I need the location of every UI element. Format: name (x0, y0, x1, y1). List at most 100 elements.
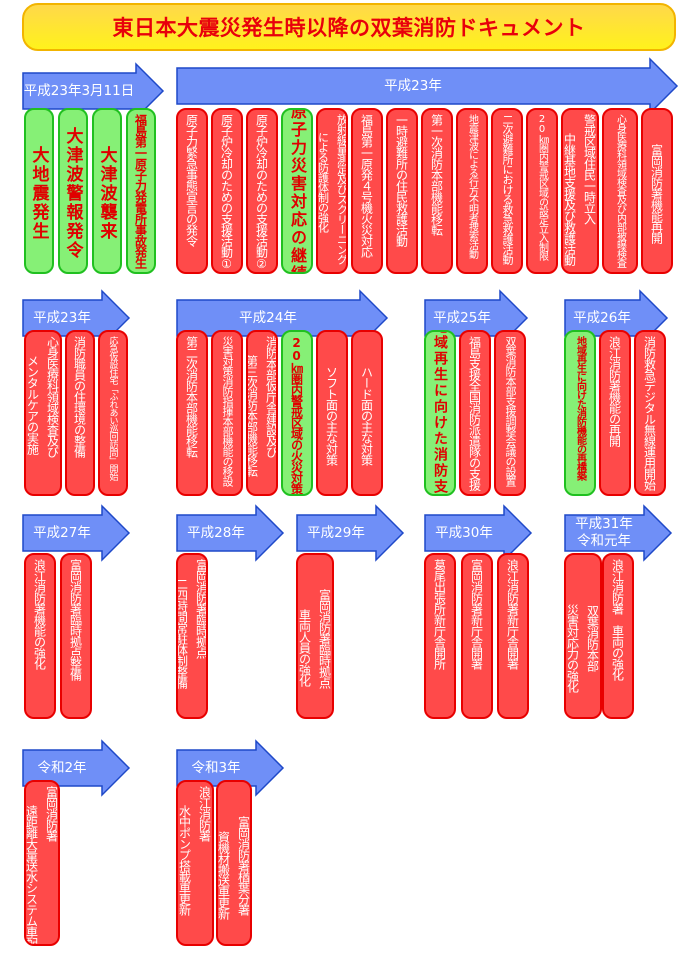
year-arrow: 平成30年 (424, 504, 533, 562)
event-box: 応急仮設住宅「ふれあい巡回訪問」開始 (98, 330, 128, 496)
event-text: 心身医療科領域検査及び (45, 336, 60, 457)
event-box: 浪江消防署新庁舎開署 (497, 553, 529, 719)
event-text: ソフト面の主な対策 (324, 365, 339, 465)
event-text: 富岡消防署楢葉分署 (236, 815, 251, 915)
event-box: 第二次消防本部機能移転 (176, 330, 208, 496)
event-text: 20㎞圏内警戒区域の設定立入制限 (536, 114, 548, 260)
event-text: 浪江消防署 車両の強化 (610, 559, 625, 680)
arrow-shape (564, 504, 673, 562)
event-box: 地震津波による行方不明者捜索活動 (456, 108, 488, 274)
event-box: 福島第一原子力発電所事故発生 (126, 108, 156, 274)
event-text: 水中ポンプ搭載車更新 (177, 805, 192, 916)
year-label: 平成27年 (22, 505, 102, 561)
event-text: 警戒区域住民一時立入 (582, 114, 597, 224)
year-label: 令和3年 (176, 740, 256, 796)
year-label: 令和2年 (22, 740, 102, 796)
year-arrow: 平成27年 (22, 504, 131, 562)
year-label: 平成23年 (22, 290, 102, 346)
year-label: 平成31年令和元年 (564, 505, 644, 561)
event-box: 原子炉冷却のための支援活動② (246, 108, 278, 274)
event-box: 心身医療科領域検査及びメンタルケアの実施 (24, 330, 62, 496)
year-label: 平成28年 (176, 505, 256, 561)
event-box: 原子力緊急事態宣言の発令 (176, 108, 208, 274)
event-text: 浪江消防署新庁舎開署 (505, 559, 520, 669)
event-text: 富岡消防署臨時拠点 (317, 588, 332, 688)
event-text: 遠距離大量送水システム車配備 (24, 805, 39, 946)
year-label-line: 令和2年 (37, 759, 87, 776)
year-label: 平成24年 (176, 290, 360, 346)
event-text: 災害対策消防指揮本部機能の移設 (221, 336, 234, 486)
event-box: 富岡消防署臨時拠点二四時間常駐体制整備 (176, 553, 208, 719)
event-text: 浪江消防署機能の強化 (32, 559, 47, 669)
event-text: 二四時間常駐体制整備 (176, 578, 189, 689)
event-box: 大津波襲来 (92, 108, 122, 274)
event-text: 消防救急デジタル無線運用開始 (642, 336, 657, 490)
event-box: 富岡消防署臨時拠点車両人員の強化 (296, 553, 334, 719)
year-arrow: 平成23年 (176, 57, 679, 115)
year-label-line: 平成31年 (575, 516, 633, 532)
event-box: 原子力災害対応の継続 (281, 108, 313, 274)
event-box: 富岡消防署遠距離大量送水システム車配備 (24, 780, 60, 946)
year-label-line: 平成30年 (435, 524, 493, 541)
event-text: 富岡消防署 (44, 786, 59, 841)
event-text: 富岡消防署機能再開 (649, 143, 664, 243)
event-text: 原子力緊急事態宣言の発令 (184, 114, 199, 246)
year-label-line: 平成23年3月11日 (23, 82, 135, 99)
event-box: 第一次消防本部機能移転 (421, 108, 453, 274)
event-text: 地域再生に向けた消防機能の再構築 (574, 336, 586, 480)
event-box: 浪江消防署機能の強化 (24, 553, 56, 719)
page-title: 東日本大震災発生時以降の双葉消防ドキュメント (112, 16, 586, 40)
event-text: 資機材搬送車更新 (216, 830, 231, 919)
event-box: 双葉消防本部災害対応力の強化 (564, 553, 602, 719)
event-text: 福島支援全国消防派遣隊の支援 (467, 336, 482, 490)
event-text: 消防職員の住環境の整備 (72, 336, 87, 457)
event-box: 地域再生に向けた消防機能の再構築 (564, 330, 596, 496)
year-label: 平成29年 (296, 505, 376, 561)
event-box: 消防職員の住環境の整備 (65, 330, 95, 496)
event-box: 大津波警報発令 (58, 108, 88, 274)
event-box: 大地震発生 (24, 108, 54, 274)
arrow-shape (176, 57, 679, 115)
event-text: 地震津波による行方不明者捜索活動 (466, 114, 478, 258)
year-arrow: 平成31年令和元年 (564, 504, 673, 562)
event-text: 車両人員の強化 (297, 609, 312, 687)
event-box: 富岡消防署楢葉分署資機材搬送車更新 (216, 780, 252, 946)
year-label: 平成23年 (176, 58, 650, 114)
event-box: 福島第一原発４号機火災対応 (351, 108, 383, 274)
year-label-line: 平成28年 (187, 524, 245, 541)
event-text: 消防本部仮庁舎建設及び (264, 336, 278, 457)
document-title-banner: 東日本大震災発生時以降の双葉消防ドキュメント (22, 3, 676, 51)
event-box: 浪江消防署機能の再開 (599, 330, 631, 496)
year-arrow: 平成23年3月11日 (22, 62, 165, 120)
event-text: 浪江消防署機能の再開 (607, 336, 622, 446)
event-text: 大津波警報発令 (62, 126, 83, 260)
event-box: 心身医療科領域検査及び内部被曝検査 (602, 108, 638, 274)
event-box: 地域再生に向けた消防支援 (424, 330, 456, 496)
event-text: 浪江消防署 (197, 786, 212, 841)
event-text: 一時避難所の住民救護活動 (394, 114, 409, 246)
event-text: 第三次消防本部機能移転 (246, 355, 259, 477)
event-text: 原子炉冷却のための支援活動① (219, 114, 234, 270)
arrow-shape (296, 504, 405, 562)
event-box: 警戒区域住民一時立入中継基地支援及び救護活動 (561, 108, 599, 274)
event-text: 心身医療科領域検査及び内部被曝検査 (614, 114, 626, 267)
event-text: 放射線量測定及びスクリーニング (335, 114, 348, 264)
event-text: 第二次消防本部機能移転 (184, 336, 199, 457)
event-box: ソフト面の主な対策 (316, 330, 348, 496)
event-box: 富岡消防署臨時拠点整備 (60, 553, 92, 719)
event-text: 双葉消防本部 (585, 605, 600, 671)
event-box: 葛尾出張所新庁舎開所 (424, 553, 456, 719)
year-label: 平成30年 (424, 505, 504, 561)
year-label-line: 平成23年 (33, 309, 91, 326)
year-arrow: 平成28年 (176, 504, 285, 562)
year-label-line: 平成25年 (433, 309, 491, 326)
arrow-shape (424, 504, 533, 562)
event-text: 地域再生に向けた消防支援 (432, 330, 448, 496)
event-text: 富岡消防署臨時拠点 (194, 559, 208, 658)
year-label-line: 平成26年 (573, 309, 631, 326)
year-arrow: 平成29年 (296, 504, 405, 562)
event-text: 応急仮設住宅「ふれあい巡回訪問」開始 (107, 336, 118, 480)
event-text: 原子力災害対応の継続 (288, 108, 307, 274)
event-box: ハード面の主な対策 (351, 330, 383, 496)
event-box: 20㎞圏内警戒区域の設定立入制限 (526, 108, 558, 274)
